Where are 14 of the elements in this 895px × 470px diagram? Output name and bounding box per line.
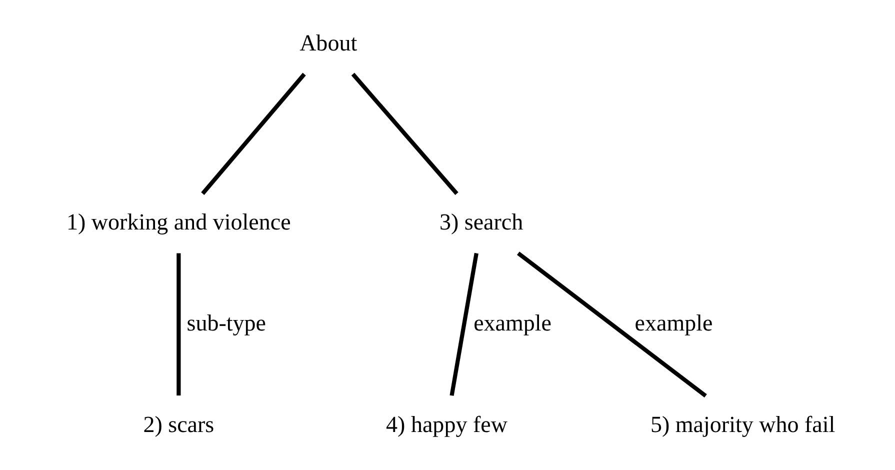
edge-label: sub-type xyxy=(186,310,266,336)
node-text: 3) search xyxy=(438,208,523,235)
node-text: 5) majority who fail xyxy=(650,410,835,437)
connector xyxy=(200,72,306,195)
node-text: 2) scars xyxy=(142,410,214,437)
connector xyxy=(176,253,180,396)
node-text: 4) happy few xyxy=(386,410,507,437)
connector xyxy=(516,252,706,398)
connector xyxy=(350,72,458,195)
node-text: About xyxy=(299,29,357,56)
connector xyxy=(449,252,478,396)
edge-label: example xyxy=(634,310,712,336)
edge-label: example xyxy=(473,310,552,336)
node-text: 1) working and violence xyxy=(66,208,290,235)
